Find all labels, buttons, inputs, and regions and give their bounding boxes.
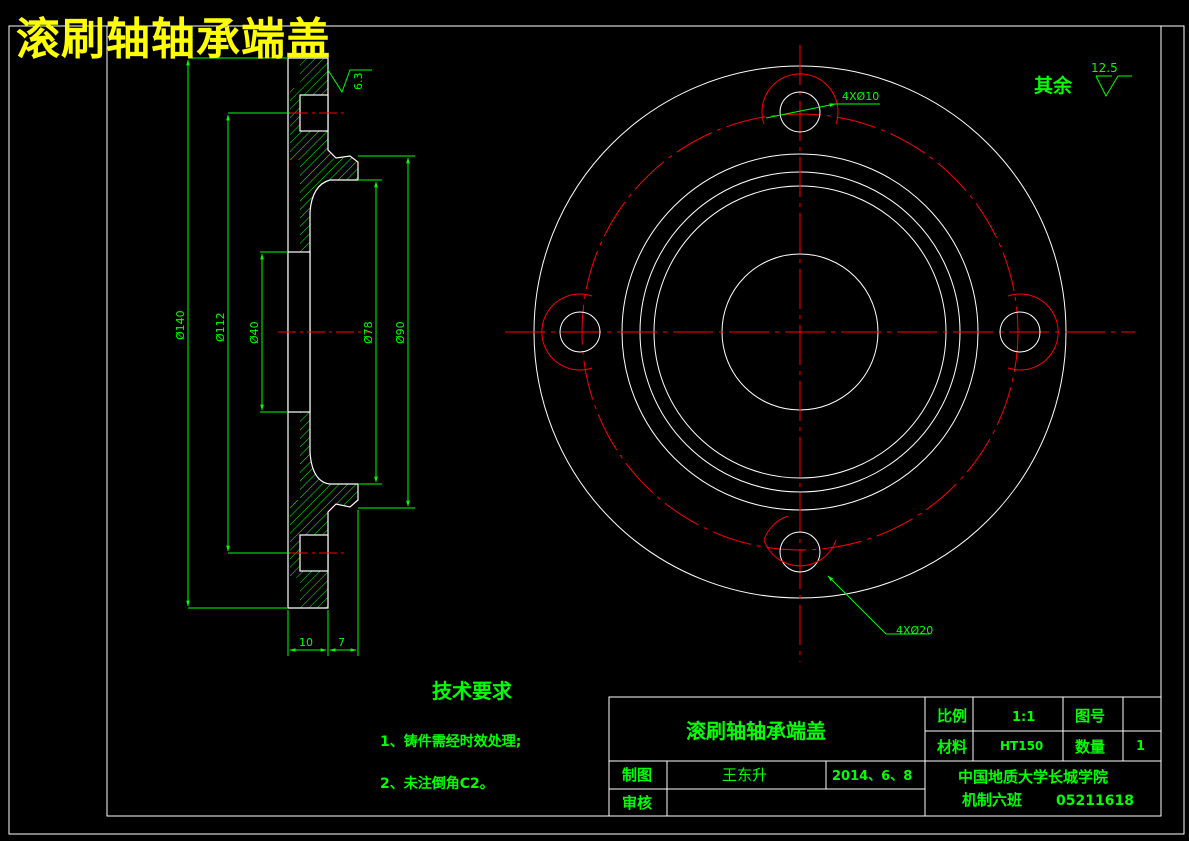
material-label: 材料 [937, 738, 967, 756]
tech-item-2: 2、未注倒角C2。 [380, 775, 494, 792]
front-view: 4XØ10 4XØ20 12.5 其余 [505, 45, 1135, 662]
student-no: 05211618 [1056, 793, 1134, 809]
roughness-rest-value: 12.5 [1091, 61, 1118, 75]
drawn-label: 制图 [622, 766, 652, 784]
title-block: 滚刷轴轴承端盖 比例 1:1 图号 材料 HT150 数量 1 制图 王东升 2… [608, 696, 1162, 817]
qty-value: 1 [1136, 739, 1145, 754]
scale-value: 1:1 [1012, 710, 1035, 725]
class-name: 机制六班 [962, 791, 1022, 809]
material-value: HT150 [1000, 739, 1043, 753]
hole-left [541, 293, 601, 371]
roughness-face: 6.3 [352, 73, 365, 91]
qty-label: 数量 [1075, 738, 1105, 756]
dim-w10: 10 [299, 636, 313, 649]
tech-heading: 技术要求 [432, 679, 513, 703]
drawing-title: 滚刷轴轴承端盖 [16, 14, 331, 65]
dim-d90: Ø90 [394, 321, 407, 344]
drawn-by: 王东升 [722, 766, 767, 784]
dim-d112: Ø112 [214, 312, 227, 342]
hole-bottom [763, 515, 837, 573]
hole-right [999, 293, 1059, 371]
roughness-rest-label: 其余 [1034, 74, 1073, 97]
dim-d40: Ø40 [248, 321, 261, 344]
section-view: Ø140 Ø112 Ø40 Ø78 Ø90 10 7 6.3 [174, 57, 415, 656]
label-holes-large: 4XØ20 [896, 624, 933, 637]
section-hatch [290, 58, 358, 608]
dim-w7: 7 [338, 636, 345, 649]
dim-d140: Ø140 [174, 310, 187, 340]
tech-item-1: 1、铸件需经时效处理; [380, 733, 521, 750]
school-name: 中国地质大学长城学院 [958, 768, 1108, 786]
check-label: 审核 [622, 794, 652, 812]
outer-frame [8, 25, 1185, 835]
label-holes-small: 4XØ10 [842, 90, 879, 103]
dim-d78: Ø78 [362, 321, 375, 344]
part-name: 滚刷轴轴承端盖 [686, 719, 826, 743]
drawing-no-label: 图号 [1075, 707, 1105, 725]
scale-label: 比例 [937, 707, 967, 725]
drawn-date: 2014、6、8 [832, 769, 912, 784]
tech-requirements: 技术要求 1、铸件需经时效处理; 2、未注倒角C2。 [380, 679, 521, 792]
